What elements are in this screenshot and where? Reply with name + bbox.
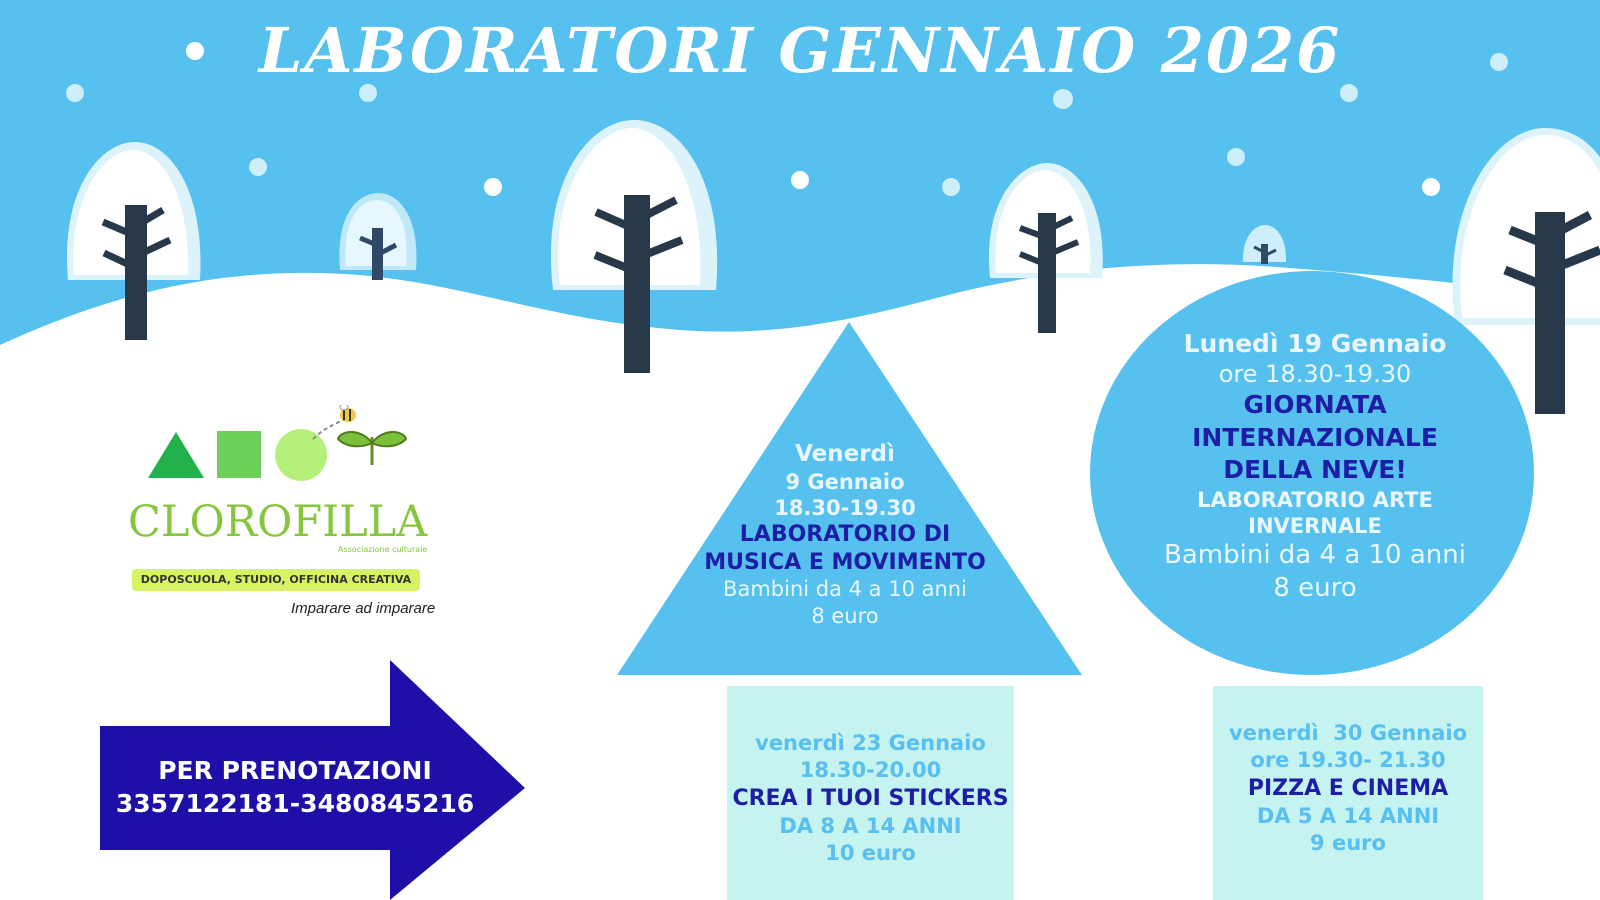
event-time: ore 18.30-19.30: [1218, 360, 1412, 389]
logo-strip: DOPOSCUOLA, STUDIO, OFFICINA CREATIVA: [132, 569, 420, 591]
event-circle-text: Lunedì 19 Gennaio ore 18.30-19.30 GIORNA…: [1105, 328, 1525, 604]
snowy-tree: [66, 142, 201, 340]
event-date: Lunedì 19 Gennaio: [1183, 329, 1447, 358]
snowy-tree: [550, 120, 718, 373]
event-triangle-text: Venerdì 9 Gennaio 18.30-19.30 LABORATORI…: [660, 440, 1030, 629]
event-title: GIORNATA: [1243, 390, 1387, 420]
event-date: 9 Gennaio: [785, 469, 905, 494]
event-price: 9 euro: [1310, 831, 1386, 856]
event-ages: DA 5 A 14 ANNI: [1256, 804, 1440, 829]
event-title: CREA I TUOI STICKERS: [732, 785, 1009, 811]
event-subtitle: LABORATORIO ARTE: [1197, 487, 1433, 512]
event-time: ore 19.30- 21.30: [1250, 748, 1446, 773]
booking-label: PER PRENOTAZIONI: [158, 756, 432, 785]
event-price: 8 euro: [811, 603, 879, 628]
snowy-tree: [1242, 225, 1287, 264]
booking-info: PER PRENOTAZIONI 3357122181-3480845216: [100, 755, 490, 820]
circle-icon: [275, 429, 327, 481]
event-title: PIZZA E CINEMA: [1247, 775, 1449, 801]
clorofilla-logo: CLOROFILLA Associazione culturale DOPOSC…: [128, 405, 468, 620]
event-title: INTERNAZIONALE: [1192, 422, 1438, 452]
square-icon: [217, 431, 261, 478]
snowy-tree: [988, 163, 1103, 333]
event-date: venerdì 30 Gennaio: [1228, 721, 1468, 745]
event-title: MUSICA E MOVIMENTO: [704, 549, 986, 575]
event-price: 10 euro: [825, 841, 916, 866]
event-title: LABORATORIO DI: [739, 522, 951, 548]
event-title: DELLA NEVE!: [1223, 455, 1407, 485]
event-box-stickers: venerdì 23 Gennaio 18.30-20.00 CREA I TU…: [727, 686, 1014, 900]
event-ages: DA 8 A 14 ANNI: [779, 814, 962, 839]
triangle-icon: [148, 432, 204, 478]
event-date: venerdì 23 Gennaio: [755, 731, 986, 755]
event-time: 18.30-20.00: [799, 758, 942, 783]
booking-arrow: [100, 660, 525, 900]
event-price: 8 euro: [1273, 572, 1357, 603]
page-title: LABORATORI GENNAIO 2026: [258, 14, 1342, 87]
event-ages: Bambini da 4 a 10 anni: [723, 577, 967, 602]
event-box-pizza: venerdì 30 Gennaio ore 19.30- 21.30 PIZZ…: [1213, 686, 1483, 900]
booking-phones: 3357122181-3480845216: [115, 788, 475, 818]
event-subtitle: INVERNALE: [1248, 514, 1382, 538]
snowflakes: [66, 42, 1508, 196]
event-time: 18.30-19.30: [774, 496, 916, 520]
sprout-icon: [336, 431, 408, 465]
event-ages: Bambini da 4 a 10 anni: [1164, 540, 1466, 571]
bee-icon: [339, 405, 356, 422]
snowy-tree: [339, 193, 417, 280]
logo-name: CLOROFILLA: [128, 497, 428, 547]
logo-tagline: Imparare ad imparare: [291, 600, 436, 617]
logo-subtitle: Associazione culturale: [338, 545, 428, 554]
event-day: Venerdì: [795, 441, 895, 467]
snowy-tree: [1452, 128, 1600, 414]
event-triangle: [617, 322, 1082, 675]
event-circle: [1090, 271, 1534, 675]
